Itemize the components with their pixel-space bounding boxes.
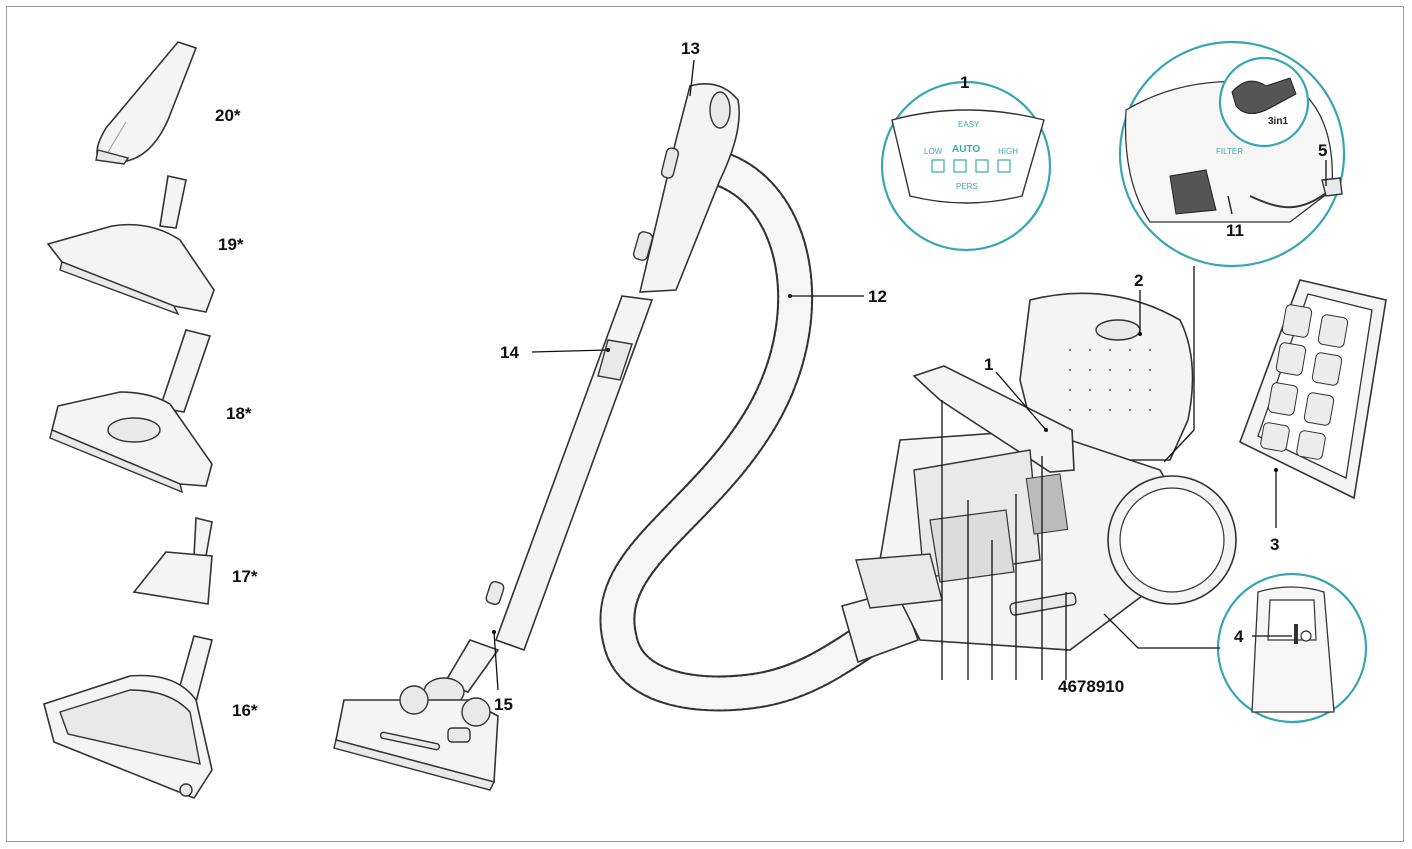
leader-lines [492,59,1327,691]
panel-auto-text: AUTO [952,144,980,155]
nozzle-16-turbo [43,635,213,799]
label-14: 14 [500,343,519,362]
panel-high-text: HIGH [998,147,1018,156]
label-2: 2 [1134,271,1143,290]
label-12: 12 [868,287,887,306]
nozzle-19-floor [46,175,215,316]
main-floor-nozzle [333,639,500,791]
label-15: 15 [494,695,513,714]
label-bottom-group: 4678910 [1058,677,1124,696]
label-4-detail: 4 [1234,627,1244,646]
label-18: 18* [226,404,252,423]
label-19: 19* [218,235,244,254]
label-16: 16* [232,701,258,720]
label-13: 13 [681,39,700,58]
control-panel [891,109,1045,204]
panel-low-text: LOW [924,147,943,156]
label-1-body: 1 [984,355,993,374]
label-20: 20* [215,106,241,125]
handle [638,83,740,293]
nozzle-20-crevice-brush [95,41,198,165]
tool-3in1-text: 3in1 [1268,116,1288,127]
panel-bottom-text: PERS [956,182,978,191]
vacuum-body [855,292,1237,651]
3in1-tool-icon [1231,77,1297,114]
tool-filter-text: FILTER [1216,147,1243,156]
nozzle-17-upholstery [132,516,213,605]
label-11: 11 [1226,221,1244,240]
parking-slot-detail [1251,586,1335,713]
label-5: 5 [1318,141,1327,160]
hose [599,152,918,712]
label-17: 17* [232,567,258,586]
label-3: 3 [1270,535,1279,554]
figure-frame [6,6,1404,842]
panel-top-text: EASY [958,120,980,129]
exhaust-filter [1238,279,1387,500]
nozzle-18-parquet [49,329,213,494]
label-1-panel: 1 [960,73,969,92]
